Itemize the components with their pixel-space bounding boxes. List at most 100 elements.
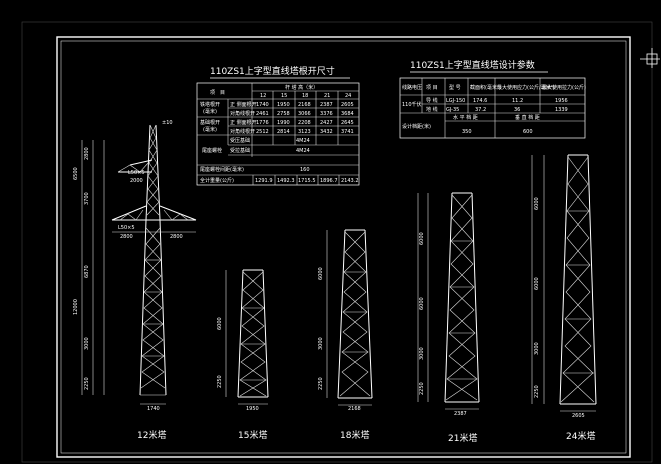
lt-anchor1-value: 4M24 — [296, 148, 310, 154]
lt-anchor0-value: 4M24 — [296, 138, 310, 144]
top-tag: ±10 — [162, 120, 173, 126]
rt-r1-stress: 36 — [514, 107, 520, 113]
t18-dim-2: 2250 — [318, 377, 324, 390]
lt-r1-v1: 2758 — [277, 111, 290, 117]
rt-span-v1: 600 — [523, 129, 533, 135]
lt-r1-sub: 对角线根开 — [230, 110, 255, 117]
t24-dim-3: 2250 — [534, 385, 540, 398]
lt-r0-v3: 2387 — [320, 102, 333, 108]
t12-arm-dim-1: 2800 — [170, 234, 183, 240]
rt-h3: 截面积(毫米²) — [470, 84, 501, 91]
lt-r1-v4: 3684 — [341, 111, 354, 117]
t21-dim-2: 3000 — [419, 347, 425, 360]
t21-label: 21米塔 — [448, 432, 477, 444]
lt-r1-v2: 3066 — [298, 111, 311, 117]
lt-r3-v4: 3741 — [341, 129, 354, 135]
t15-dim-1: 2250 — [217, 375, 223, 388]
rt-r0-model: LGJ-150 — [446, 98, 465, 104]
rt-h4: 最大使用应力(公斤/毫米²) — [497, 84, 555, 91]
t15-base: 1950 — [246, 406, 259, 412]
lt-r3-v3: 3432 — [320, 129, 333, 135]
t21-dim-1: 6000 — [419, 297, 425, 310]
lt-r0-v4: 2605 — [341, 102, 354, 108]
t18-base: 2168 — [348, 406, 361, 412]
rt-r0-stress: 11.2 — [512, 98, 523, 104]
t21-dim-0: 6000 — [419, 232, 425, 245]
t18-label: 18米塔 — [340, 429, 369, 441]
tower-21m: 6000 6000 3000 2250 2387 21米塔 — [417, 192, 480, 444]
t12-label: 12米塔 — [137, 429, 166, 441]
right-table: 线路电压 项 目 型 号 截面积(毫米²) 最大使用应力(公斤/毫米²) 最大使… — [399, 77, 586, 139]
t15-label: 15米塔 — [238, 429, 267, 441]
lt-w3: 1896.7 — [320, 178, 338, 184]
tower-18m: 6000 3000 2250 2168 18米塔 — [318, 229, 373, 441]
lt-r0-v2: 2168 — [298, 102, 311, 108]
rt-span-label: 设计档距(米) — [402, 123, 431, 130]
rt-r0-area: 174.6 — [473, 98, 487, 104]
t24-dim-1: 6000 — [534, 277, 540, 290]
t21-base: 2387 — [454, 411, 467, 417]
rt-voltage: 110千伏 — [402, 101, 422, 108]
lt-r0-unit: (毫米) — [203, 108, 217, 115]
lt-header-height: 杆 塔 高（米） — [285, 84, 318, 91]
tower-24m: 6000 6000 3000 2250 2605 24米塔 — [531, 154, 597, 442]
t12-arm-note2: 2000 — [130, 178, 143, 184]
t24-label: 24米塔 — [566, 430, 595, 442]
lt-bolt-value: 160 — [300, 167, 310, 173]
lt-weight-label: 全计重量(公斤) — [200, 177, 234, 184]
t12-dim-5: 3000 — [84, 337, 90, 350]
drawing-frame-inner — [60, 40, 627, 454]
lt-r2-unit: (毫米) — [203, 126, 217, 133]
lt-r0-group: 铁塔根开 — [200, 101, 220, 108]
lt-r3-v1: 2814 — [277, 129, 290, 135]
crosshair-box-icon[interactable] — [640, 48, 660, 68]
lt-r2-v0: 1776 — [256, 120, 269, 126]
rt-span-h1: 垂 直 档 距 — [515, 114, 540, 121]
lt-anchor-label: 尾座螺栓 — [202, 147, 222, 154]
rt-r0-item: 导 线 — [426, 97, 438, 104]
lt-r2-group: 基础根开 — [200, 119, 220, 126]
t24-dim-2: 3000 — [534, 342, 540, 355]
lt-r3-v2: 3123 — [298, 129, 311, 135]
lt-header-item: 项 目 — [210, 90, 225, 96]
lt-w1: 1492.3 — [277, 178, 295, 184]
lt-r2-v2: 2208 — [298, 120, 311, 126]
lt-anchor1-sub: 受拉基础 — [230, 147, 250, 154]
t18-dim-0: 6000 — [318, 267, 324, 280]
lt-h3: 21 — [324, 93, 330, 99]
lt-h0: 12 — [260, 93, 266, 99]
lt-r1-v0: 2461 — [256, 111, 269, 117]
lt-h2: 18 — [302, 93, 308, 99]
lt-h4: 24 — [345, 93, 351, 99]
t12-arm-note1: L50×5 — [128, 170, 145, 176]
lt-w0: 1291.9 — [255, 178, 273, 184]
lt-r3-sub: 对角线根开 — [230, 128, 255, 135]
lt-h1: 15 — [281, 93, 287, 99]
drawing-frame-outer — [56, 36, 631, 458]
left-table-title: 110ZS1上字型直线塔根开尺寸 — [210, 65, 335, 77]
t12-dim-6: 2250 — [84, 377, 90, 390]
t12-dim-4: 6870 — [84, 265, 90, 278]
lt-r0-v1: 1950 — [277, 102, 290, 108]
lt-r1-v3: 3376 — [320, 111, 333, 117]
rt-r0-tension: 1956 — [555, 98, 568, 104]
lt-r3-v0: 2512 — [256, 129, 269, 135]
rt-h2: 型 号 — [449, 84, 461, 91]
t12-dim-0: 2800 — [84, 147, 90, 160]
lt-r2-v3: 2427 — [320, 120, 333, 126]
t12-base: 1740 — [147, 406, 160, 412]
rt-h0: 线路电压 — [402, 84, 422, 91]
lt-r0-v0: 1740 — [256, 102, 269, 108]
lt-w4: 2143.2 — [341, 178, 359, 184]
rt-h5: 最大使用拉力(公斤) — [542, 84, 586, 91]
rt-span-v0: 350 — [462, 129, 472, 135]
tower-12m: ±10 2800 3700 6500 12000 6870 3000 2250 … — [73, 120, 197, 441]
lt-r2-v4: 2645 — [341, 120, 354, 126]
lt-anchor0-sub: 受压基础 — [230, 137, 250, 144]
lt-w2: 1715.5 — [298, 178, 316, 184]
rt-r1-tension: 1339 — [555, 107, 568, 113]
t24-base: 2605 — [572, 413, 585, 419]
t18-dim-1: 3000 — [318, 337, 324, 350]
t12-arm-note3: L50×5 — [118, 225, 135, 231]
